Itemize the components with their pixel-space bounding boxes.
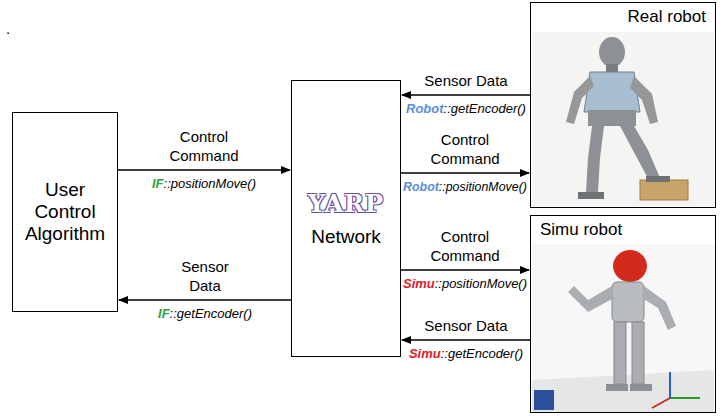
interface-prefix: IF <box>158 306 170 321</box>
robot-left-leg <box>586 126 604 192</box>
panel-heading: Simu robot <box>537 220 709 240</box>
arrow-connector <box>401 172 529 174</box>
photo-ground <box>532 32 714 206</box>
function-call: IF::getEncoder() <box>158 306 252 322</box>
yarp-logo: YARP <box>308 189 384 218</box>
method-name: ::positionMove() <box>164 176 256 191</box>
robot-right-arm <box>630 76 658 124</box>
robot-head <box>599 37 625 67</box>
edge-label: Sensor Data <box>406 71 526 90</box>
sim-left-foot <box>606 384 628 391</box>
arrow-connector <box>118 169 290 171</box>
edge-label: Control Command <box>422 130 508 168</box>
axis-z <box>669 372 671 398</box>
axis-x <box>670 397 700 399</box>
sim-right-foot <box>630 384 652 391</box>
function-call: IF::positionMove() <box>152 176 256 192</box>
panel-heading-text: Real robot <box>625 7 709 26</box>
robot-panel: Simu robot <box>530 215 716 413</box>
sim-head <box>613 250 647 282</box>
panel-heading-text: Simu robot <box>537 220 625 239</box>
edge-label: Control Command <box>422 227 508 265</box>
function-call: Robot::getEncoder() <box>406 101 526 117</box>
interface-prefix: Simu <box>403 276 435 291</box>
interface-prefix: Robot <box>403 180 439 194</box>
axis-y <box>652 398 670 408</box>
robot-panel: Real robot <box>530 2 716 208</box>
sim-left-arm <box>568 286 614 312</box>
box-label: User Control Algorithm <box>19 179 111 245</box>
method-name: ::positionMove() <box>435 276 527 291</box>
edge-label: Control Command <box>161 127 247 165</box>
function-call: Simu::positionMove() <box>403 276 527 292</box>
robot-neck <box>606 64 618 72</box>
simu-robot-figure <box>532 244 714 412</box>
network-box: YARP Network <box>291 80 401 357</box>
function-call: Simu::getEncoder() <box>409 346 523 362</box>
method-name: ::getEncoder() <box>444 101 526 116</box>
interface-prefix: Robot <box>406 101 444 116</box>
edge-label: Sensor Data <box>406 316 526 335</box>
arrow-connector <box>402 339 530 341</box>
edge-label: Sensor Data <box>170 257 240 295</box>
stray-text: . <box>6 20 10 37</box>
wood-block <box>640 180 688 200</box>
arrow-connector <box>402 94 530 96</box>
robot-torso <box>584 72 640 112</box>
robot-pelvis <box>588 110 636 126</box>
robot-left-foot <box>578 192 604 199</box>
sim-torso <box>612 282 644 322</box>
sim-right-leg <box>632 322 644 384</box>
sim-left-leg <box>614 322 626 384</box>
sim-ground <box>532 244 714 412</box>
sim-right-arm <box>642 286 676 330</box>
function-call: Robot::positionMove() <box>403 179 527 195</box>
method-name: ::getEncoder() <box>170 306 252 321</box>
real-robot-figure <box>532 32 714 206</box>
process-box: User Control Algorithm <box>12 112 118 312</box>
robot-right-foot <box>646 176 670 182</box>
robot-right-leg <box>620 126 660 182</box>
method-name: ::getEncoder() <box>441 346 523 361</box>
arrow-connector <box>401 269 529 271</box>
panel-heading: Real robot <box>537 7 709 27</box>
method-name: ::positionMove() <box>439 180 527 194</box>
interface-prefix: IF <box>152 176 164 191</box>
interface-prefix: Simu <box>409 346 441 361</box>
box-label: Network <box>311 226 381 248</box>
sim-logo <box>534 390 554 410</box>
robot-left-arm <box>566 76 594 124</box>
arrow-connector <box>119 299 291 301</box>
